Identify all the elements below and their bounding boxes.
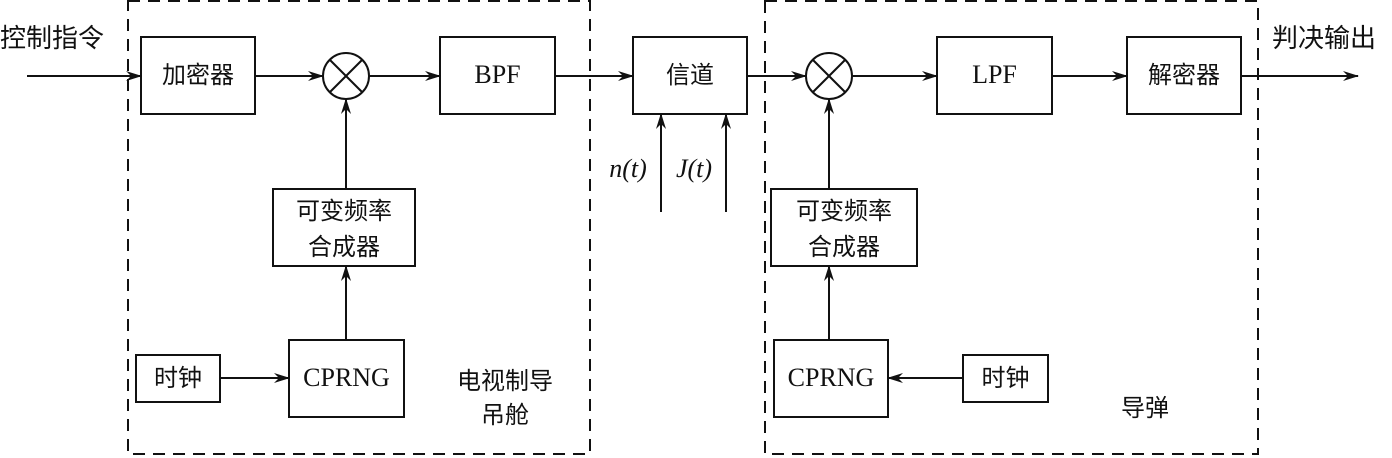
tx-synth-label-2: 合成器 xyxy=(308,233,380,261)
rx-synth-label-1: 可变频率 xyxy=(796,197,892,225)
tx-group-label-1: 电视制导 xyxy=(457,367,553,395)
rx-cprng-label: CPRNG xyxy=(787,363,875,392)
rx-clock-label: 时钟 xyxy=(981,364,1030,392)
input-label: 控制指令 xyxy=(0,24,105,54)
decryptor-label: 解密器 xyxy=(1148,61,1220,89)
noise-label: n(t) xyxy=(609,154,647,183)
jamming-label: J(t) xyxy=(675,154,713,183)
lpf-label: LPF xyxy=(972,60,1017,89)
encryptor-label: 加密器 xyxy=(162,61,234,89)
rx-group-label: 导弹 xyxy=(1121,394,1169,422)
tx-mixer-icon xyxy=(322,52,370,100)
output-label: 判决输出 xyxy=(1272,24,1377,54)
tx-synth-label-1: 可变频率 xyxy=(296,197,392,225)
rx-mixer-icon xyxy=(805,52,853,100)
rx-synth-block xyxy=(770,188,918,267)
tx-cprng-label: CPRNG xyxy=(303,363,390,392)
receiver-group-boundary xyxy=(764,0,1259,455)
bpf-label: BPF xyxy=(474,60,521,89)
tx-clock-label: 时钟 xyxy=(154,364,202,392)
transmitter-group-boundary xyxy=(127,0,591,455)
rx-synth-label-2: 合成器 xyxy=(808,233,880,261)
tx-group-label-2: 吊舱 xyxy=(481,401,529,429)
channel-label: 信道 xyxy=(666,61,714,89)
